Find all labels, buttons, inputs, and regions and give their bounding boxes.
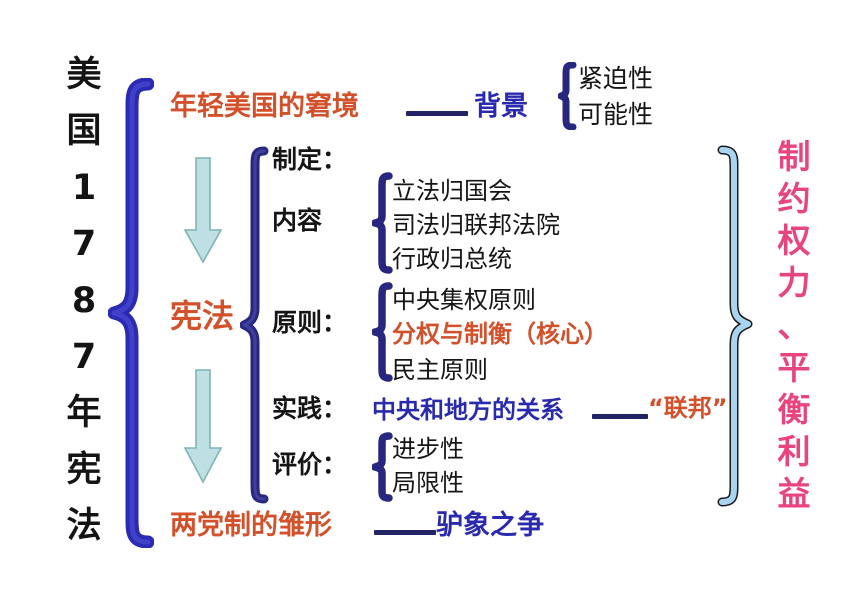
content-brace [372,172,393,274]
background-connector-line [406,111,468,116]
summary-char: 利 [777,431,811,471]
summary-char: 益 [777,474,811,513]
title-char: 美 [66,55,102,95]
practice-highlight: “联邦” [648,394,728,422]
evaluation-item: 进步性 [392,435,464,463]
flow-arrow-down-lower [183,369,223,484]
evaluation-brace [372,432,393,502]
summary-vertical-text: 制 约 权 力 、 平 衡 利 益 [768,140,820,510]
title-char: 法 [66,506,102,546]
principles-item: 中央集权原则 [392,286,536,314]
content-item: 立法归国会 [392,177,512,205]
summary-char: 力 [777,263,811,303]
principles-item: 民主原则 [392,356,488,384]
title-char: 8 [71,280,97,321]
title-char: 年 [66,393,102,434]
background-item: 紧迫性 [578,64,654,93]
parties-left-text: 两党制的雏形 [170,510,332,541]
background-brace [558,62,577,130]
enactment-label: 制定： [272,145,348,174]
principles-item-core: 分权与制衡（核心） [392,320,608,348]
constitution-brace [240,146,269,504]
evaluation-item: 局限性 [392,469,464,497]
title-char: 国 [66,111,102,152]
background-cause-text: 年轻美国的窘境 [170,91,359,122]
diagram-title-vertical: 美 国 1 7 8 7 年 宪 法 [56,58,112,544]
content-label: 内容 [272,206,323,235]
evaluation-label: 评价： [272,450,348,479]
summary-char: 制 [777,137,811,176]
title-char: 1 [71,167,97,208]
title-char: 7 [71,224,97,265]
parties-connector-line [374,530,436,535]
practice-connector-line [592,414,648,419]
summary-char: 权 [777,221,811,261]
summary-char: 约 [777,179,811,219]
title-char: 7 [71,336,97,377]
principles-label: 原则： [272,308,348,337]
background-label: 背景 [474,91,528,122]
title-char: 宪 [66,449,102,490]
practice-text: 中央和地方的关系 [372,396,564,424]
summary-right-brace [717,145,753,507]
summary-char: 、 [777,305,811,345]
main-left-brace [108,78,154,548]
practice-label: 实践： [272,394,348,423]
summary-char: 衡 [777,389,811,429]
center-node-label: 宪法 [170,297,235,335]
flow-arrow-down-upper [183,157,223,264]
parties-right-text: 驴象之争 [436,510,544,541]
content-item: 司法归联邦法院 [392,211,560,239]
principles-brace [372,282,393,382]
content-item: 行政归总统 [392,245,512,273]
background-item: 可能性 [578,100,654,129]
summary-char: 平 [777,347,811,387]
